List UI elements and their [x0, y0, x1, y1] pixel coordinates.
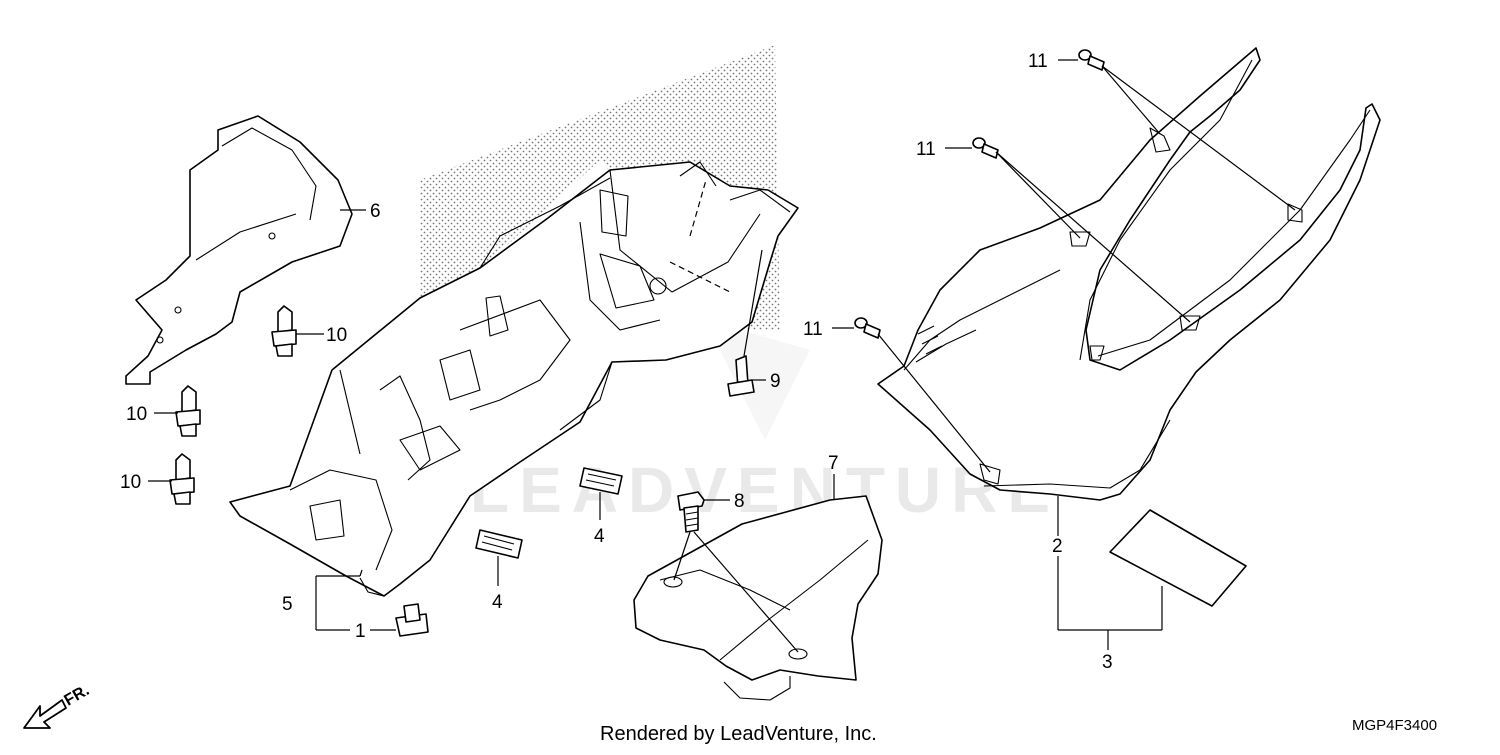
part-4-rubber-upper — [579, 467, 623, 495]
part-11-screw-b — [972, 137, 999, 159]
callout-11b: 11 — [916, 139, 936, 160]
callout-10a: 10 — [326, 325, 347, 346]
callout-11c: 11 — [803, 319, 823, 340]
part-6-heat-shield — [125, 115, 353, 385]
callout-8: 8 — [734, 491, 745, 512]
part-1-nut — [395, 603, 429, 637]
part-5-rear-fender — [229, 161, 799, 597]
watermark-text: LEADVENTURE — [470, 454, 1060, 526]
part-10-clip-b — [175, 385, 201, 437]
part-10-clip-a — [271, 305, 297, 357]
hidden-lines — [669, 179, 731, 293]
part-11-screw-c — [854, 317, 881, 339]
part-2-side-cover — [877, 47, 1381, 501]
callout-1: 1 — [355, 621, 366, 642]
callout-4b: 4 — [492, 592, 503, 613]
callout-11a: 11 — [1028, 51, 1048, 72]
part-8-bolt — [677, 491, 705, 533]
part-10-clip-c — [169, 453, 195, 505]
part-11-screw-a — [1078, 49, 1105, 71]
callout-10b: 10 — [126, 404, 147, 425]
callout-2: 2 — [1052, 536, 1063, 557]
label-sticker — [1109, 509, 1247, 607]
callout-3: 3 — [1102, 652, 1113, 673]
callout-10c: 10 — [120, 472, 141, 493]
callout-6: 6 — [370, 201, 381, 222]
callout-7: 7 — [828, 453, 839, 474]
direction-label: FR. — [62, 682, 93, 710]
part-9-clip — [727, 355, 755, 397]
footer-rendered-by: Rendered by LeadVenture, Inc. — [600, 723, 877, 745]
callout-4a: 4 — [594, 526, 605, 547]
part-7-rear-cover — [633, 495, 883, 701]
front-direction-arrow: FR. — [23, 682, 93, 729]
diagram-code: MGP4F3400 — [1352, 717, 1437, 734]
callout-9: 9 — [770, 371, 781, 392]
callout-5: 5 — [282, 594, 293, 615]
part-4-rubber-lower — [475, 529, 523, 559]
leader-lines — [148, 59, 1296, 653]
